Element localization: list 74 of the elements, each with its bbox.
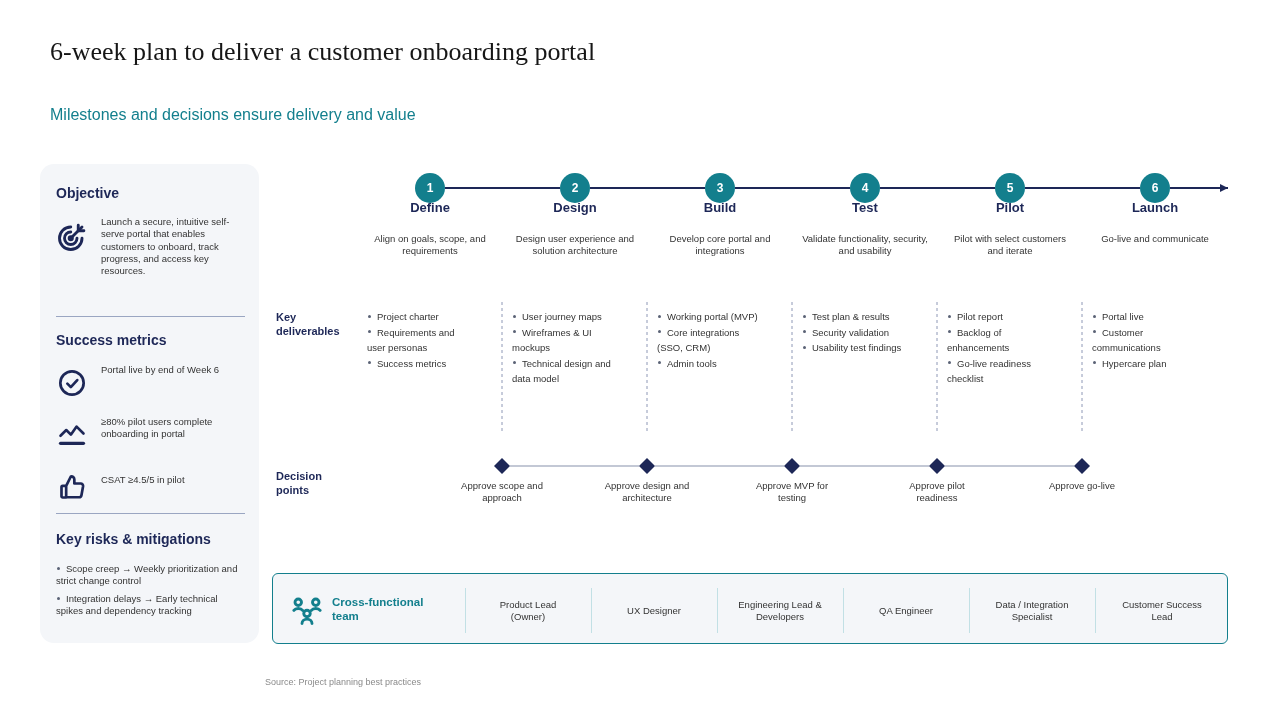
phase-description: Design user experience and solution architecture <box>514 233 636 258</box>
step-number: 4 <box>860 181 870 195</box>
deliverable-item: Wireframes & UI mockups <box>512 324 620 356</box>
subtitle: Milestones and decisions ensure delivery and value <box>50 106 416 124</box>
deliverable-item: Admin tools <box>657 355 765 371</box>
deliverable-item: Technical design and data model <box>512 355 620 387</box>
row-heading: Key deliverables <box>276 310 341 338</box>
section-heading: Success metrics <box>56 332 167 348</box>
slide-title: 6-week plan to deliver a customer onboarding portal <box>50 37 596 67</box>
bullet-item: Scope creep → Weekly prioritization and strict change control <box>56 563 238 588</box>
connector-line <box>799 465 930 467</box>
phase-title: Define <box>409 200 451 216</box>
section-heading: Key risks & mitigations <box>56 531 211 547</box>
side-panel <box>40 164 259 643</box>
deliverable-item: Test plan & results <box>802 309 910 325</box>
deliverable-item: Success metrics <box>367 355 475 371</box>
team-role: Engineering Lead & Developers <box>737 599 823 622</box>
deliverable-item: Go-live readiness checklist <box>947 355 1055 387</box>
team-heading: Cross-functional team <box>332 595 425 623</box>
connector-line <box>1024 187 1141 189</box>
team-role: UX Designer <box>627 604 681 617</box>
team-role: Data / Integration Specialist <box>994 599 1070 622</box>
deliverable-item: Working portal (MVP) <box>657 309 765 325</box>
source-note: Source: Project planning best practices <box>265 677 422 687</box>
decision-label: Approve pilot readiness <box>908 480 966 503</box>
connector-line <box>654 465 785 467</box>
deliverable-item: Security validation <box>802 324 910 340</box>
phase-title: Pilot <box>994 200 1026 216</box>
deliverable-item: Backlog of enhancements <box>947 324 1055 356</box>
deliverable-item: Requirements and user personas <box>367 324 475 356</box>
phase-description: Develop core portal and integrations <box>668 233 772 258</box>
step-number: 5 <box>1005 181 1015 195</box>
phase-title: Test <box>851 200 879 216</box>
deliverable-item: Pilot report <box>947 309 1055 325</box>
phase-title: Launch <box>1130 200 1180 216</box>
team-role: Product Lead (Owner) <box>498 599 558 622</box>
connector-line <box>589 187 706 189</box>
connector-line <box>944 465 1075 467</box>
deliverable-item: Portal live <box>1092 309 1200 325</box>
deliverable-item: Hypercare plan <box>1092 355 1200 371</box>
deliverable-item: Customer communications <box>1092 324 1200 356</box>
step-number: 2 <box>570 181 580 195</box>
deliverable-item: Usability test findings <box>802 340 910 356</box>
decision-label: Approve go-live <box>1048 480 1116 492</box>
deliverable-item: User journey maps <box>512 309 620 325</box>
decision-label: Approve MVP for testing <box>754 480 830 503</box>
team-role: Customer Success Lead <box>1121 599 1203 622</box>
connector-line <box>734 187 851 189</box>
phase-title: Design <box>552 200 598 216</box>
body-text: Launch a secure, intuitive self-serve portal that enables customers to onboard, track progress, and access key resources. <box>101 216 231 278</box>
connector-line <box>879 187 996 189</box>
body-text: ≥80% pilot users complete onboarding in portal <box>101 416 214 441</box>
phase-description: Align on goals, scope, and requirements <box>373 233 487 258</box>
decision-label: Approve design and architecture <box>603 480 691 503</box>
connector-line <box>444 187 561 189</box>
phase-description: Pilot with select customers and iterate <box>953 233 1067 258</box>
step-number: 1 <box>425 181 435 195</box>
body-text: CSAT ≥4.5/5 in pilot <box>101 474 186 487</box>
step-number: 6 <box>1150 181 1160 195</box>
deliverable-item: Project charter <box>367 309 475 325</box>
connector-line <box>509 465 640 467</box>
row-heading: Decision points <box>276 469 323 497</box>
deliverable-item: Core integrations (SSO, CRM) <box>657 324 765 356</box>
decision-label: Approve scope and approach <box>460 480 544 503</box>
body-text: Portal live by end of Week 6 <box>101 364 221 377</box>
phase-title: Build <box>702 200 738 216</box>
phase-description: Validate functionality, security, and usability <box>801 233 929 258</box>
phase-description: Go-live and communicate <box>1100 233 1210 246</box>
team-panel <box>272 573 1228 644</box>
team-role: QA Engineer <box>879 604 933 617</box>
bullet-item: Integration delays → Early technical spikes and dependency tracking <box>56 593 238 618</box>
arrow <box>1169 184 1229 192</box>
step-number: 3 <box>715 181 725 195</box>
section-heading: Objective <box>56 185 120 201</box>
